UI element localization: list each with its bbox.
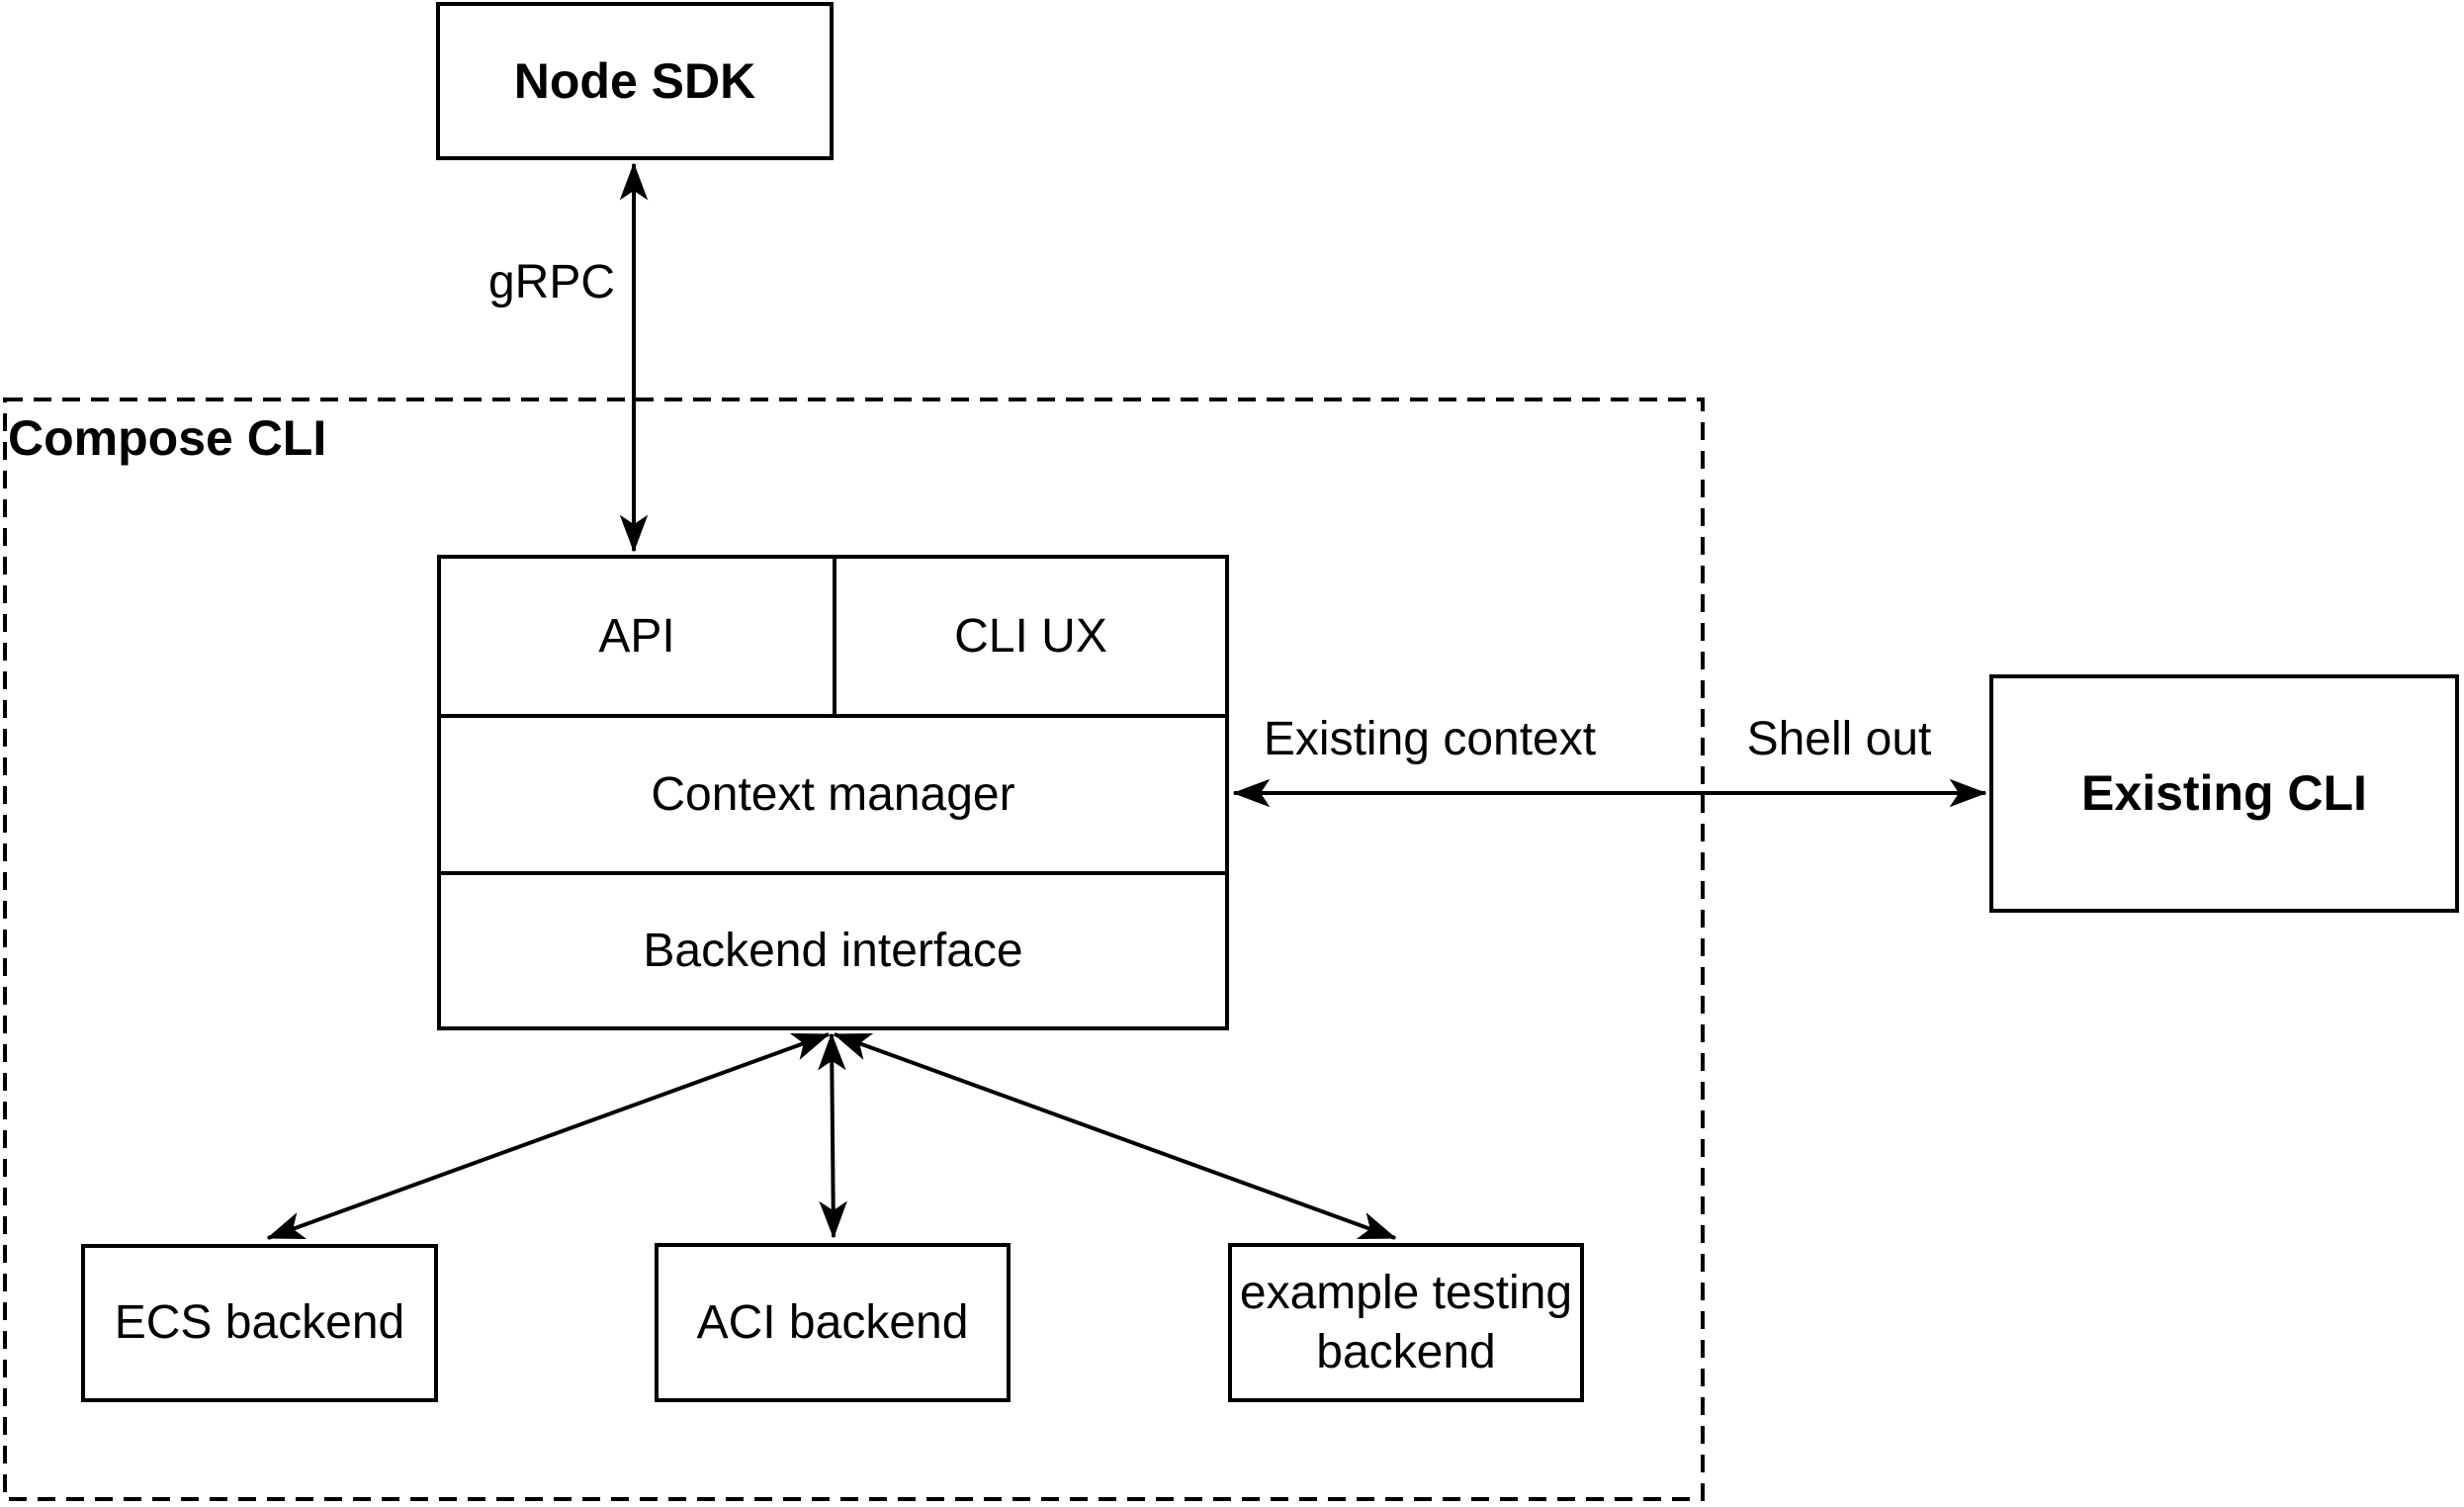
shell-out-edge-label: Shell out bbox=[1746, 713, 1932, 765]
row-divider-2 bbox=[441, 871, 1225, 875]
row-divider-1 bbox=[441, 714, 1225, 718]
context-manager-cell: Context manager bbox=[651, 768, 1015, 821]
grpc-edge-label: gRPC bbox=[487, 256, 616, 309]
api-cliux-divider bbox=[833, 559, 836, 714]
compose-cli-dashed-border bbox=[3, 398, 1705, 1501]
ecs-backend-box: ECS backend bbox=[81, 1244, 438, 1402]
api-cell: API bbox=[598, 610, 675, 663]
existing-cli-box: Existing CLI bbox=[1989, 674, 2459, 913]
compose-cli-core-box: API CLI UX Context manager Backend inter… bbox=[437, 555, 1229, 1030]
node-sdk-box: Node SDK bbox=[436, 2, 834, 160]
aci-backend-box: ACI backend bbox=[655, 1243, 1011, 1402]
backend-aci-arrow bbox=[818, 1032, 847, 1239]
existing-context-edge-label: Existing context bbox=[1263, 713, 1597, 765]
compose-cli-group-label: Compose CLI bbox=[8, 411, 331, 466]
backend-ecs-arrow bbox=[266, 1032, 831, 1240]
example-testing-backend-box: example testing backend bbox=[1228, 1243, 1584, 1402]
cli-ux-cell: CLI UX bbox=[954, 610, 1107, 663]
backend-example-arrow bbox=[833, 1032, 1397, 1240]
backend-interface-cell: Backend interface bbox=[643, 925, 1023, 977]
